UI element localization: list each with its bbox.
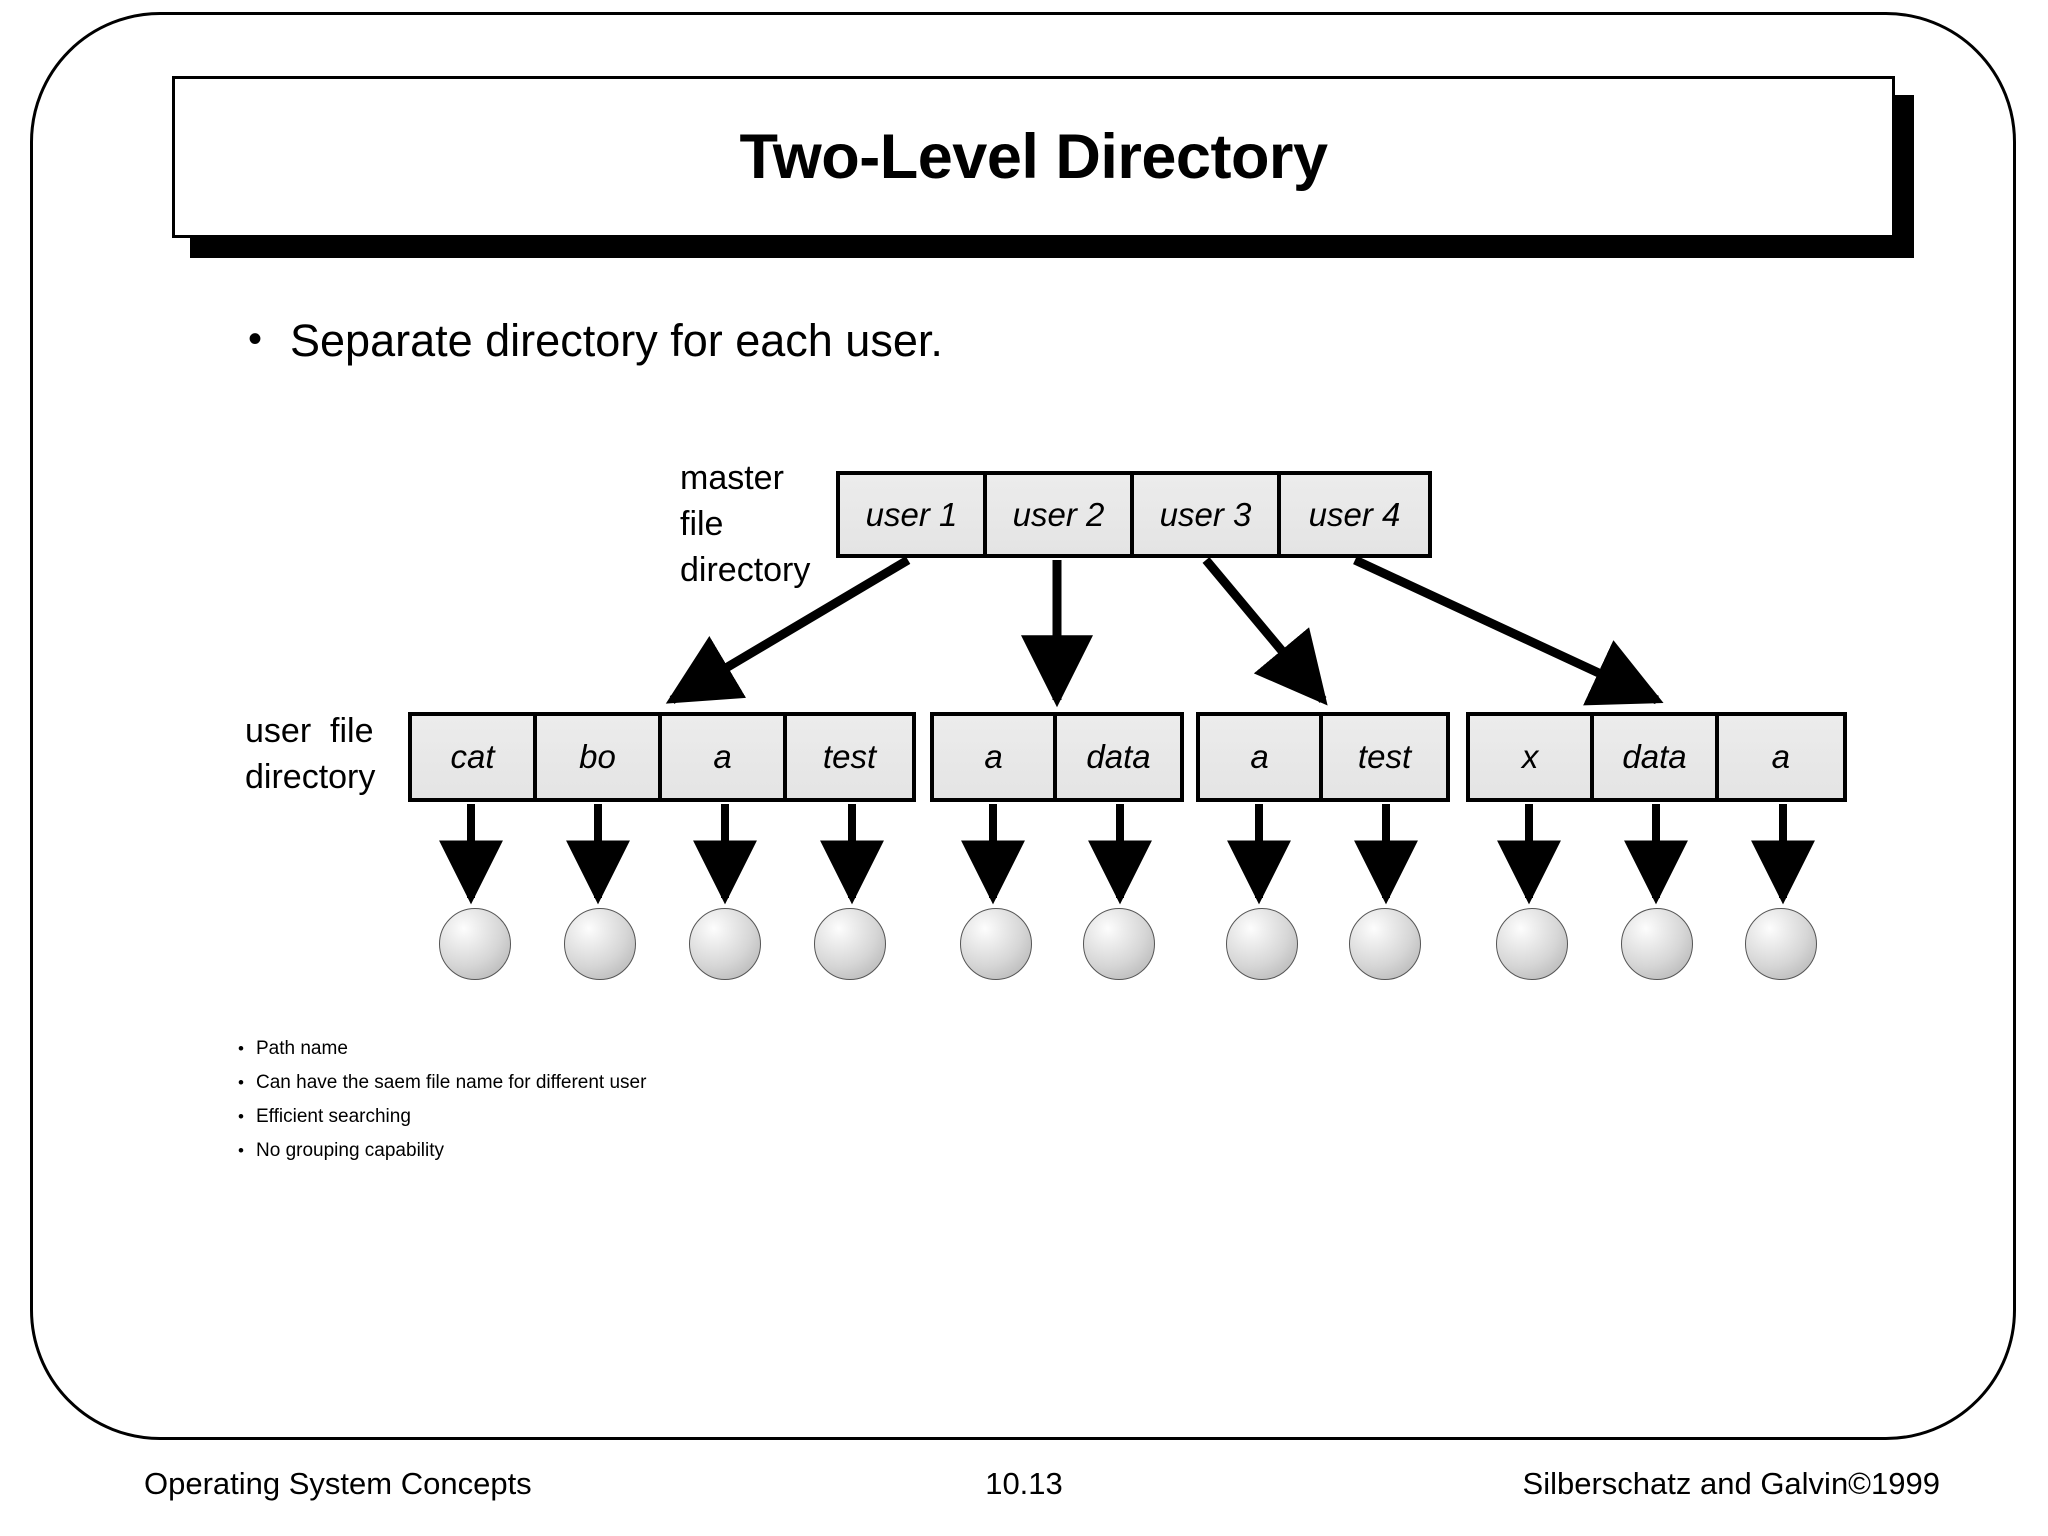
user-file-directory-box: x data a (1466, 712, 1847, 802)
file-node[interactable] (688, 908, 761, 980)
master-file-directory-label: master file directory (680, 459, 811, 589)
ufd-cell[interactable]: data (1057, 716, 1180, 798)
master-file-directory-box: user 1 user 2 user 3 user 4 (836, 471, 1432, 558)
bullet-dot-icon: • (238, 1039, 244, 1058)
ufd-cell[interactable]: x (1470, 716, 1595, 798)
mfd-cell[interactable]: user 1 (840, 475, 988, 554)
footer-copyright: Silberschatz and Galvin©1999 (1522, 1466, 1940, 1501)
file-node[interactable] (1496, 908, 1569, 980)
sub-bullet-text: Path name (256, 1038, 348, 1059)
file-node[interactable] (1082, 908, 1155, 980)
user-file-directory-box: a test (1196, 712, 1450, 802)
list-item: • Efficient searching (238, 1106, 646, 1128)
bullet-dot-icon: • (238, 1107, 244, 1126)
file-node[interactable] (1744, 908, 1817, 980)
ufd-cell[interactable]: test (1323, 716, 1446, 798)
list-item: • No grouping capability (238, 1140, 646, 1162)
sub-bullet-list: • Path name • Can have the saem file nam… (238, 1038, 646, 1174)
footer-book-title: Operating System Concepts (144, 1466, 532, 1501)
sub-bullet-text: Can have the saem file name for differen… (256, 1072, 647, 1093)
ufd-cell[interactable]: a (934, 716, 1058, 798)
file-node[interactable] (1225, 908, 1298, 980)
file-node[interactable] (563, 908, 636, 980)
file-node[interactable] (1348, 908, 1421, 980)
ufd-cell[interactable]: a (662, 716, 788, 798)
sub-bullet-text: Efficient searching (256, 1106, 411, 1127)
file-node[interactable] (813, 908, 886, 980)
ufd-cell[interactable]: cat (412, 716, 538, 798)
file-node[interactable] (438, 908, 511, 980)
list-item: • Path name (238, 1038, 646, 1060)
ufd-cell[interactable]: a (1200, 716, 1324, 798)
mfd-cell[interactable]: user 3 (1134, 475, 1282, 554)
bullet-dot-icon: • (238, 1073, 244, 1092)
mfd-cell[interactable]: user 2 (987, 475, 1135, 554)
sub-bullet-text: No grouping capability (256, 1140, 445, 1161)
footer-slide-number: 10.13 (985, 1466, 1063, 1501)
file-node[interactable] (959, 908, 1032, 980)
main-bullet: • Separate directory for each user. (248, 315, 943, 367)
main-bullet-text: Separate directory for each user. (290, 315, 943, 366)
page-title: Two-Level Directory (739, 122, 1329, 192)
list-item: • Can have the saem file name for differ… (238, 1072, 646, 1094)
user-file-directory-box: a data (930, 712, 1184, 802)
ufd-cell[interactable]: test (787, 716, 912, 798)
title-box: Two-Level Directory (172, 76, 1895, 238)
ufd-cell[interactable]: data (1594, 716, 1719, 798)
ufd-cell[interactable]: a (1718, 716, 1843, 798)
user-file-directory-label: user file directory (245, 712, 376, 796)
ufd-cell[interactable]: bo (537, 716, 663, 798)
bullet-dot-icon: • (248, 317, 263, 361)
bullet-dot-icon: • (238, 1141, 244, 1160)
file-node[interactable] (1620, 908, 1693, 980)
user-file-directory-box: cat bo a test (408, 712, 916, 802)
mfd-cell[interactable]: user 4 (1281, 475, 1428, 554)
